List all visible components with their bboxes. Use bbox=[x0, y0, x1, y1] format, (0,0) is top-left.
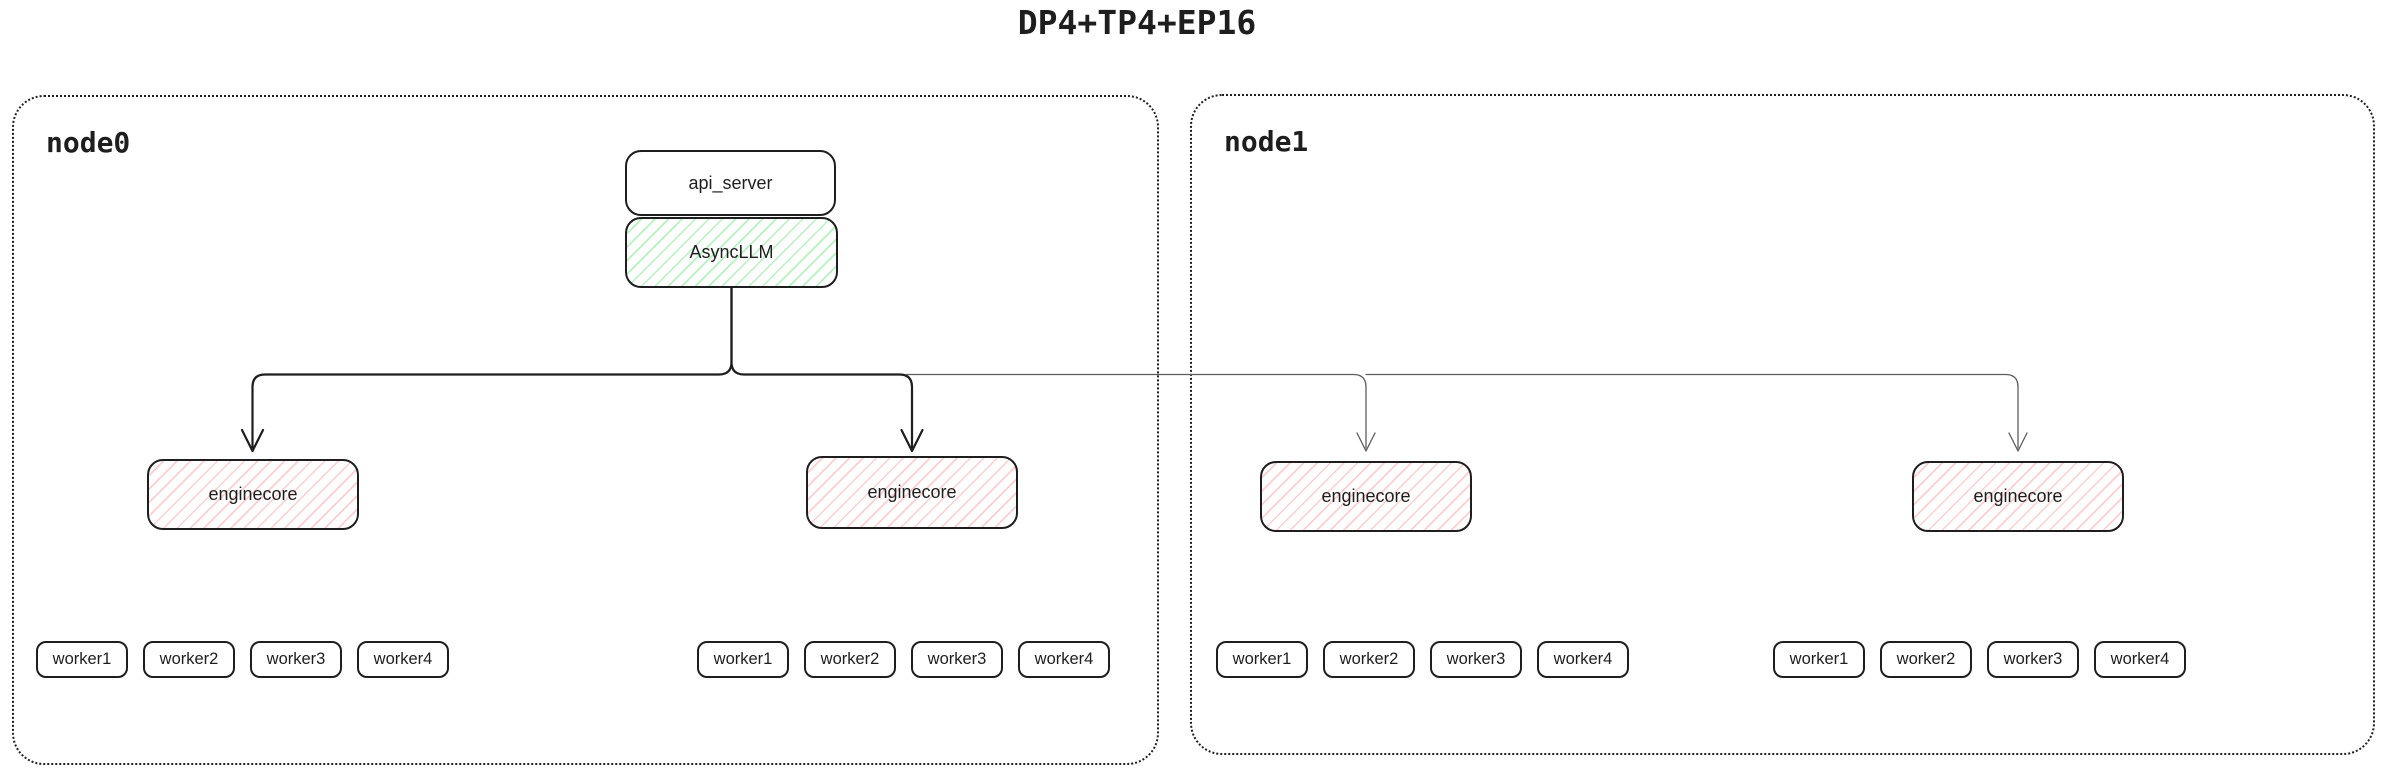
node0-enginecore-1-box: enginecore bbox=[147, 459, 359, 530]
worker-box: worker3 bbox=[250, 641, 342, 678]
worker-box: worker2 bbox=[804, 641, 896, 678]
worker-box: worker3 bbox=[1430, 641, 1522, 678]
worker-box: worker4 bbox=[357, 641, 449, 678]
node0-enginecore-1-workers: worker1 worker2 worker3 worker4 bbox=[36, 641, 449, 678]
worker-box: worker1 bbox=[697, 641, 789, 678]
worker-box: worker1 bbox=[36, 641, 128, 678]
worker-box: worker3 bbox=[1987, 641, 2079, 678]
worker-box: worker3 bbox=[911, 641, 1003, 678]
node1-label: node1 bbox=[1224, 125, 1309, 158]
worker-box: worker2 bbox=[143, 641, 235, 678]
worker-box: worker2 bbox=[1880, 641, 1972, 678]
node1-enginecore-2-workers: worker1 worker2 worker3 worker4 bbox=[1773, 641, 2186, 678]
node0-enginecore-2-box: enginecore bbox=[806, 456, 1018, 529]
node1-enginecore-1-box: enginecore bbox=[1260, 461, 1472, 532]
node1-enginecore-2-box: enginecore bbox=[1912, 461, 2124, 532]
worker-box: worker1 bbox=[1773, 641, 1865, 678]
worker-box: worker1 bbox=[1216, 641, 1308, 678]
node1-enginecore-1-workers: worker1 worker2 worker3 worker4 bbox=[1216, 641, 1629, 678]
api-server-box: api_server bbox=[625, 150, 836, 216]
node0-enginecore-2-workers: worker1 worker2 worker3 worker4 bbox=[697, 641, 1110, 678]
worker-box: worker4 bbox=[1018, 641, 1110, 678]
worker-box: worker4 bbox=[1537, 641, 1629, 678]
asyncllm-box: AsyncLLM bbox=[625, 217, 838, 288]
worker-box: worker2 bbox=[1323, 641, 1415, 678]
diagram-title: DP4+TP4+EP16 bbox=[1017, 3, 1257, 42]
worker-box: worker4 bbox=[2094, 641, 2186, 678]
node0-label: node0 bbox=[46, 126, 131, 159]
